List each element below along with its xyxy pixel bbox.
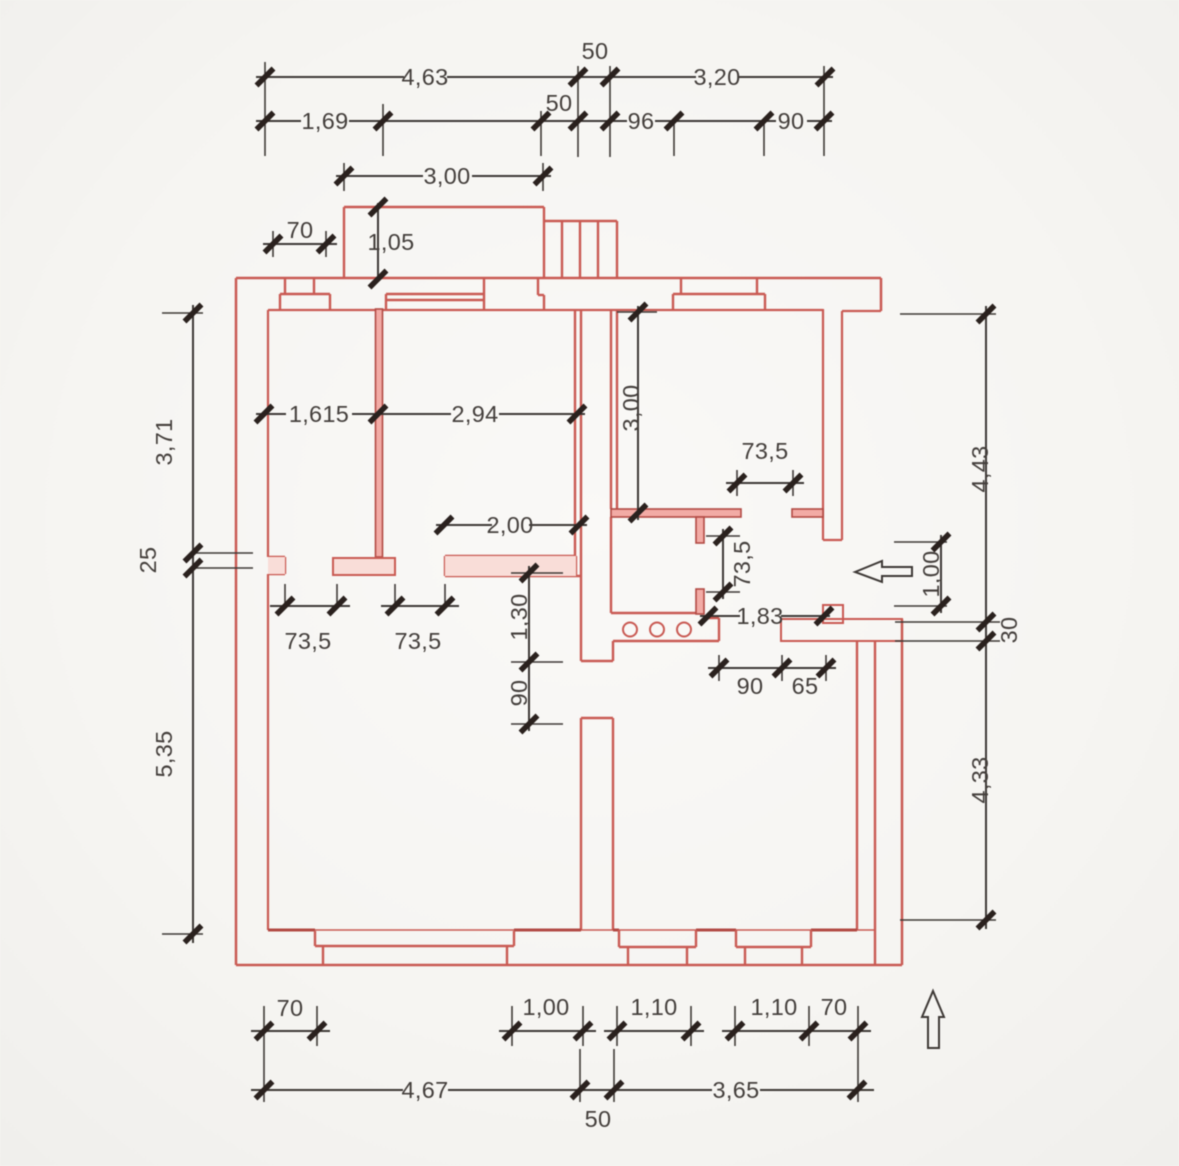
svg-text:1,00: 1,00 [523,994,570,1020]
svg-text:90: 90 [778,108,805,134]
svg-text:1,10: 1,10 [631,994,678,1020]
svg-text:4,63: 4,63 [402,64,449,90]
svg-text:3,65: 3,65 [713,1077,760,1103]
svg-text:1,83: 1,83 [737,603,784,629]
svg-text:50: 50 [585,1106,612,1132]
svg-text:1,05: 1,05 [368,229,415,255]
svg-text:50: 50 [582,38,609,64]
svg-text:30: 30 [996,617,1022,644]
svg-text:2,00: 2,00 [487,512,534,538]
svg-text:90: 90 [506,680,532,707]
svg-text:1,69: 1,69 [302,108,349,134]
svg-text:3,20: 3,20 [694,64,741,90]
svg-text:2,94: 2,94 [452,401,499,427]
svg-text:70: 70 [277,995,304,1021]
svg-text:1,10: 1,10 [751,994,798,1020]
svg-text:4,33: 4,33 [967,757,993,804]
svg-text:1,615: 1,615 [289,401,349,427]
svg-text:3,00: 3,00 [424,163,471,189]
svg-text:1,00: 1,00 [918,551,944,598]
svg-text:70: 70 [821,994,848,1020]
svg-text:70: 70 [287,217,314,243]
svg-text:4,43: 4,43 [967,446,993,493]
svg-text:1,30: 1,30 [506,594,532,641]
svg-text:96: 96 [628,108,655,134]
svg-text:90: 90 [737,673,764,699]
svg-text:73,5: 73,5 [395,628,442,654]
svg-text:73,5: 73,5 [729,541,755,588]
svg-text:3,71: 3,71 [151,419,177,466]
svg-text:50: 50 [546,90,573,116]
svg-text:5,35: 5,35 [151,731,177,778]
svg-text:73,5: 73,5 [285,628,332,654]
svg-text:3,00: 3,00 [618,385,644,432]
svg-text:25: 25 [135,547,161,574]
svg-text:4,67: 4,67 [402,1077,449,1103]
svg-text:73,5: 73,5 [742,438,789,464]
svg-text:65: 65 [792,673,819,699]
